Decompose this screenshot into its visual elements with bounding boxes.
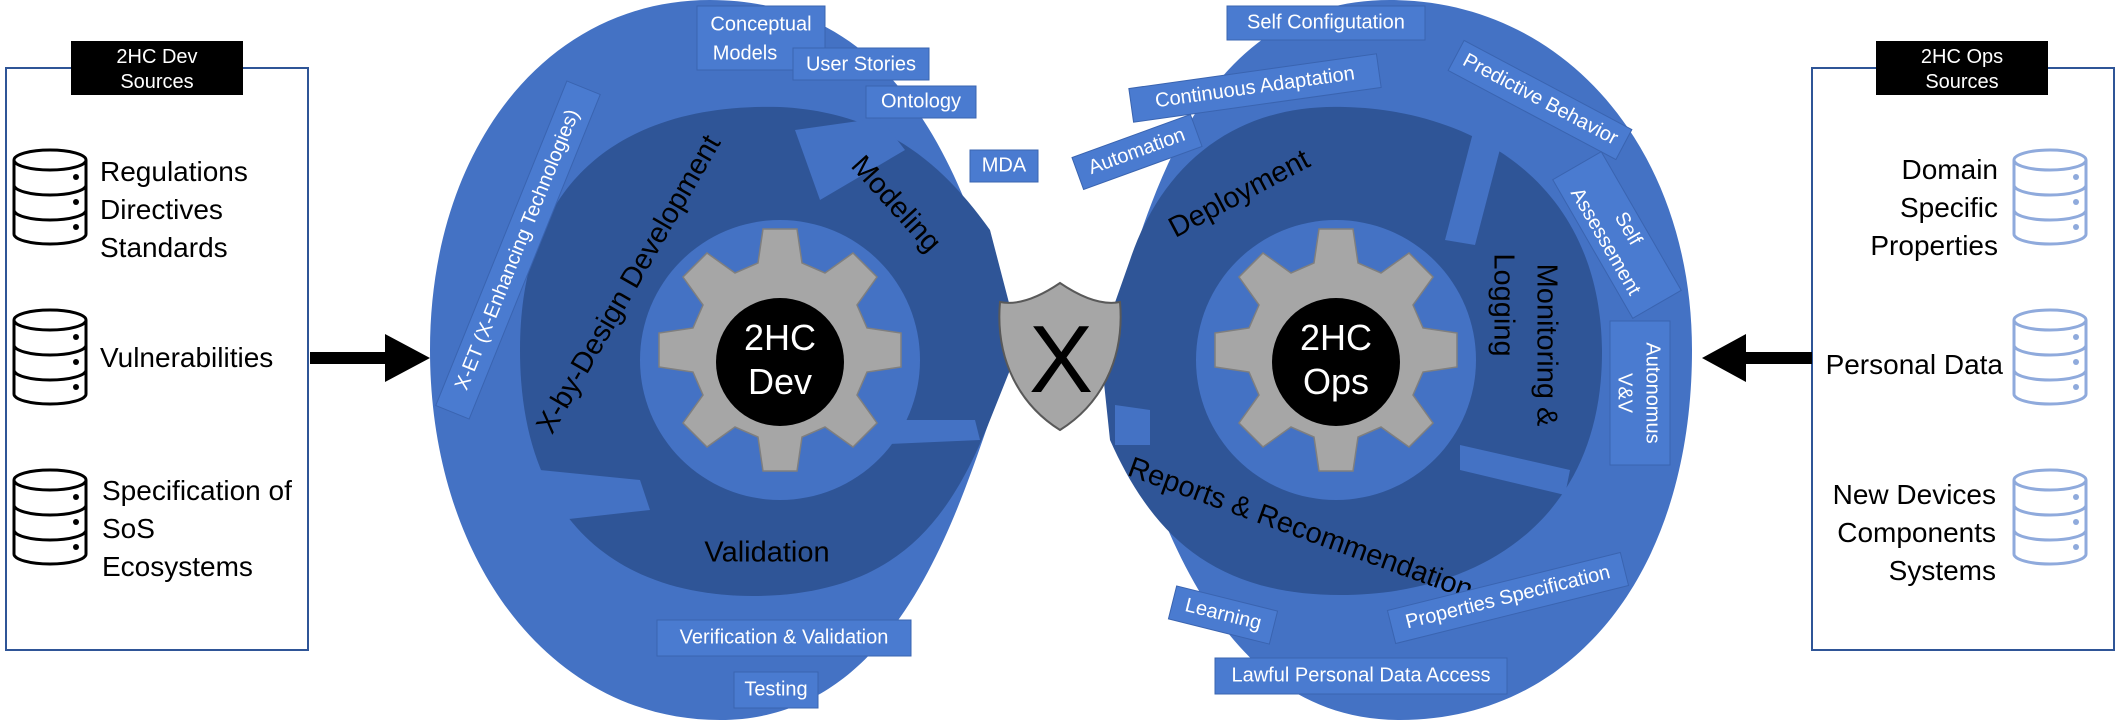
tag-autonomus-vv: Autonomus V&V [1609,320,1671,466]
ops-hub-line1: 2HC [1300,317,1372,358]
svg-text:Self Configutation: Self Configutation [1247,11,1405,33]
ops-source-3-line2: Components [1837,517,1996,548]
dev-source-1-line3: Standards [100,232,228,263]
ops-source-1-line3: Properties [1870,230,1998,261]
shield-icon [998,281,1122,432]
ops-source-2: Personal Data [1826,349,2004,380]
dev-sources-header-line1: 2HC Dev [116,46,197,68]
database-icon [12,148,88,246]
dev-sources-panel: 2HC Dev Sources Regulations Directives S… [5,41,309,651]
ops-sources-header-line2: Sources [1925,71,1998,93]
arrow-left-icon [1702,334,1812,382]
svg-text:V&V: V&V [1614,373,1636,414]
ops-notch-left [1115,405,1150,445]
tag-ontology: Ontology [865,85,977,119]
dev-source-3-line3: Ecosystems [102,551,253,582]
ops-notch-right [1460,445,1570,495]
database-icon [2012,148,2088,246]
ops-hub [1272,298,1400,426]
dev-source-2: Vulnerabilities [100,342,273,373]
dev-notch-top [795,118,905,200]
ops-source-3-line1: New Devices [1833,479,1996,510]
phase-logging: Logging [1487,253,1519,356]
tag-lawful-personal-data-access: Lawful Personal Data Access [1214,657,1508,695]
svg-text:Conceptual: Conceptual [710,13,811,35]
dev-hub [716,298,844,426]
center-x-symbol: X [1029,306,1093,413]
tag-user-stories: User Stories [792,47,930,81]
svg-text:Ontology: Ontology [881,90,961,112]
dev-sources-header [71,41,243,95]
ops-hub-line2: Ops [1303,361,1369,402]
tag-self-configutation: Self Configutation [1226,5,1426,41]
dev-source-3-line1: Specification of [102,475,292,506]
database-icon [12,308,88,406]
svg-text:Models: Models [713,42,777,64]
database-icon [12,468,88,566]
dev-hub-line1: 2HC [744,317,816,358]
database-icon [2012,308,2088,406]
tag-mda: MDA [969,149,1039,183]
ops-source-3-line3: Systems [1889,555,1996,586]
svg-text:MDA: MDA [982,154,1027,176]
tag-verification-validation: Verification & Validation [656,619,912,657]
ops-source-1-line1: Domain [1902,154,1998,185]
svg-text:Lawful Personal Data Access: Lawful Personal Data Access [1231,664,1490,686]
dev-source-1-line1: Regulations [100,156,248,187]
dev-source-1-line2: Directives [100,194,223,225]
dev-notch-left [540,470,650,520]
ops-sources-header [1876,41,2048,95]
dev-sources-header-line2: Sources [120,71,193,93]
ops-sources-panel: 2HC Ops Sources Domain Specific Properti… [1811,41,2115,651]
ops-sources-header-line1: 2HC Ops [1921,46,2003,68]
svg-text:Testing: Testing [744,678,807,700]
svg-text:User Stories: User Stories [806,53,916,75]
ops-source-1-line2: Specific [1900,192,1998,223]
tag-testing: Testing [733,671,819,709]
ops-notch-top [1445,125,1505,245]
database-icon [2012,468,2088,566]
phase-monitoring: Monitoring & [1530,264,1562,427]
svg-text:Autonomus: Autonomus [1642,342,1664,443]
svg-text:Verification & Validation: Verification & Validation [680,626,889,648]
arrow-right-icon [310,334,430,382]
dev-source-3-line2: SoS [102,513,155,544]
phase-validation: Validation [704,537,829,569]
dev-hub-line2: Dev [748,361,812,402]
